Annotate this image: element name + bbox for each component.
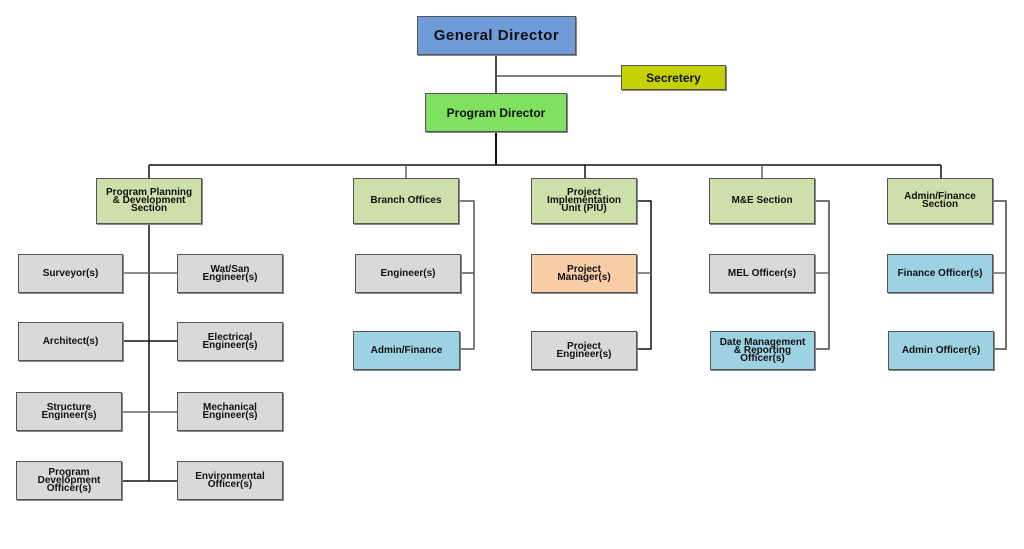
staff-admin-officer[interactable]: Admin Officer(s) bbox=[888, 331, 994, 370]
staff-structure-engineer[interactable]: Structure Engineer(s) bbox=[16, 392, 122, 431]
program-director-box[interactable]: Program Director bbox=[425, 93, 567, 132]
staff-watsan-engineer[interactable]: Wat/San Engineer(s) bbox=[177, 254, 283, 293]
staff-project-engineer[interactable]: Project Engineer(s) bbox=[531, 331, 637, 370]
staff-data-management-officer[interactable]: Date Management & Reporting Officer(s) bbox=[710, 331, 815, 370]
section-program-planning[interactable]: Program Planning & Development Section bbox=[96, 178, 202, 224]
section-admin-finance[interactable]: Admin/Finance Section bbox=[887, 178, 993, 224]
staff-branch-admin-finance[interactable]: Admin/Finance bbox=[353, 331, 460, 370]
staff-finance-officer[interactable]: Finance Officer(s) bbox=[887, 254, 993, 293]
section-me[interactable]: M&E Section bbox=[709, 178, 815, 224]
staff-environmental-officer[interactable]: Environmental Officer(s) bbox=[177, 461, 283, 500]
staff-mechanical-engineer[interactable]: Mechanical Engineer(s) bbox=[177, 392, 283, 431]
staff-electrical-engineer[interactable]: Electrical Engineer(s) bbox=[177, 322, 283, 361]
staff-mel-officer[interactable]: MEL Officer(s) bbox=[709, 254, 815, 293]
general-director-box[interactable]: General Director bbox=[417, 16, 576, 55]
section-branch-offices[interactable]: Branch Offices bbox=[353, 178, 459, 224]
secretary-box[interactable]: Secretery bbox=[621, 65, 726, 90]
staff-architect[interactable]: Architect(s) bbox=[18, 322, 123, 361]
staff-branch-engineer[interactable]: Engineer(s) bbox=[355, 254, 461, 293]
staff-surveyor[interactable]: Surveyor(s) bbox=[18, 254, 123, 293]
staff-project-manager[interactable]: Project Manager(s) bbox=[531, 254, 637, 293]
section-piu[interactable]: Project Implementation Unit (PIU) bbox=[531, 178, 637, 224]
staff-program-development-officer[interactable]: Program Development Officer(s) bbox=[16, 461, 122, 500]
